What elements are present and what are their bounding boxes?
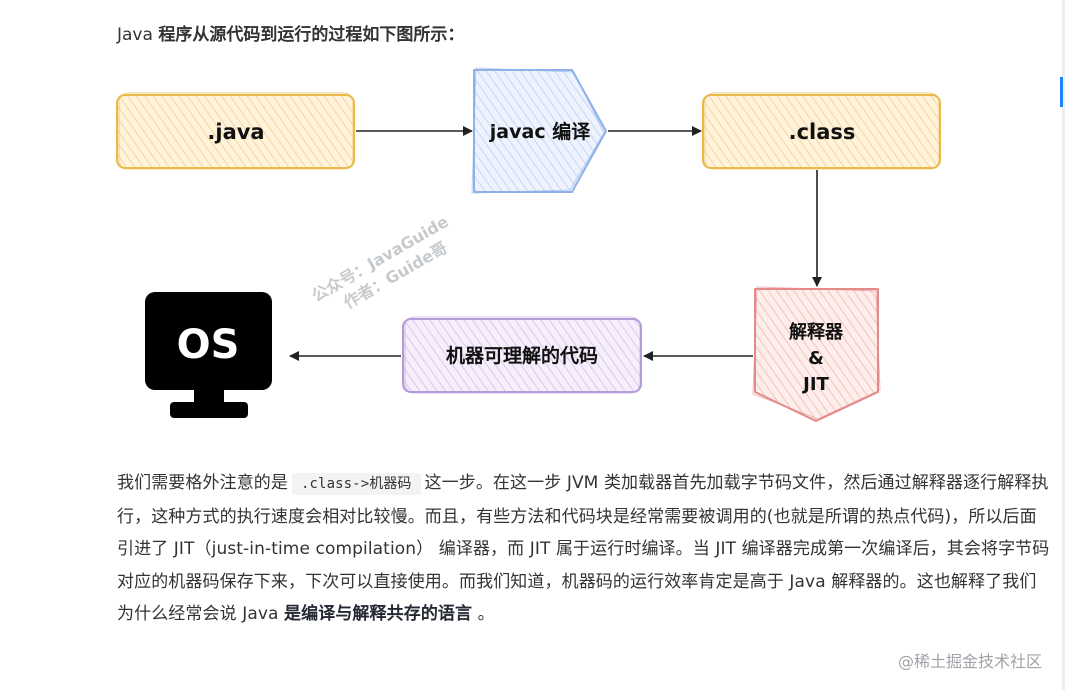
node-javac-label: javac 编译 [489,120,591,143]
heading-prefix: Java [117,25,159,45]
node-class: .class [702,92,941,170]
para-part-3: 。 [472,604,495,625]
para-part-2: 这一步。在这一步 JVM 类加载器首先加载字节码文件，然后通过解释器逐行解释执行… [117,473,1050,625]
para-part-1: 我们需要格外注意的是 [117,473,288,493]
node-javac: javac 编译 [471,67,607,194]
os-label: OS [177,322,240,368]
node-machine-code-label: 机器可理解的代码 [446,344,598,367]
node-machine-code: 机器可理解的代码 [402,316,642,394]
heading-bold: 程序从源代码到运行的过程如下图所示： [158,25,465,45]
os-monitor-icon: OS [145,292,272,418]
node-jit-line2: & [808,348,824,369]
node-java: .java [116,92,355,170]
section-heading: Java 程序从源代码到运行的过程如下图所示： [117,20,464,45]
para-bold: 是编译与解释共存的语言 [284,604,473,625]
node-class-label: .class [789,120,856,144]
jvm-flow-diagram: .java javac 编译 .class 解释器 & JIT 机器可理解的代码 [116,67,941,422]
site-watermark: @稀土掘金技术社区 [897,652,1042,671]
scrollbar-track[interactable] [1062,0,1065,690]
node-jit-line3: JIT [801,374,829,395]
node-jit-line1: 解释器 [789,321,844,343]
node-java-label: .java [207,120,264,144]
inline-code: .class->机器码 [292,473,421,495]
explanation-paragraph: 我们需要格外注意的是.class->机器码这一步。在这一步 JVM 类加载器首先… [117,467,1052,631]
image-watermark: 公众号：JavaGuide 作者：Guide哥 [309,212,452,313]
scroll-position-marker[interactable] [1060,77,1063,107]
node-interpreter-jit: 解释器 & JIT [752,286,881,422]
